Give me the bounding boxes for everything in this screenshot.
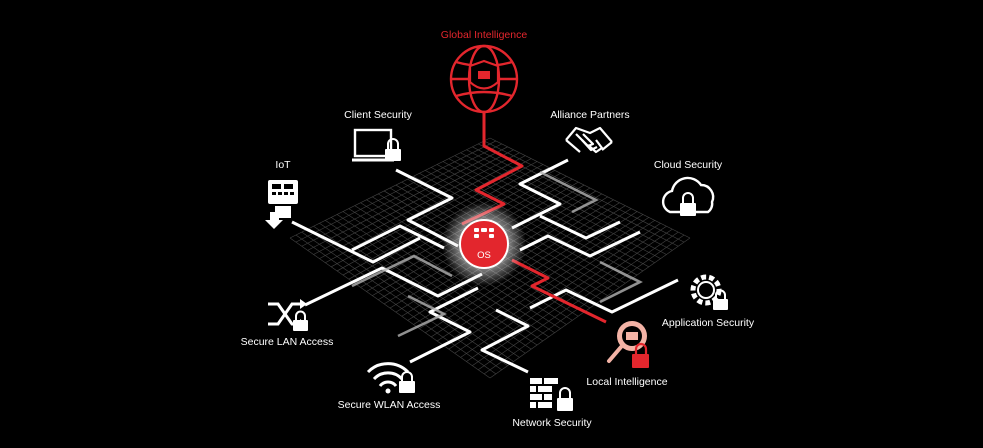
- grid-line: [436, 211, 638, 342]
- os-label: OS: [477, 250, 491, 261]
- application-security-label: Application Security: [661, 317, 755, 329]
- grid-line: [448, 217, 649, 350]
- globe-shield-icon: [449, 44, 519, 114]
- cloud-security-label: Cloud Security: [653, 159, 723, 171]
- circuit-paths: [291, 158, 679, 374]
- grid-line: [472, 228, 673, 366]
- handshake-icon: [565, 126, 613, 154]
- path-network: [480, 308, 530, 374]
- path-cloud: [519, 230, 641, 258]
- switch-arrows-lock-icon: [268, 299, 308, 331]
- secure-wlan-access-label: Secure WLAN Access: [337, 399, 441, 411]
- grid-line: [289, 237, 491, 379]
- magnifier-lock-icon: [607, 321, 649, 368]
- grid-line: [348, 208, 549, 338]
- os-logo-icon: [474, 228, 494, 238]
- grid-line: [295, 234, 497, 375]
- gray-path-4: [539, 170, 599, 214]
- grid-line: [478, 231, 679, 371]
- laptop-lock-icon: [352, 128, 401, 162]
- path-app: [529, 278, 679, 314]
- grid-line: [489, 237, 691, 379]
- path-iot: [291, 220, 421, 264]
- grid-line: [483, 234, 685, 375]
- global-intelligence-label: Global Intelligence: [440, 29, 528, 41]
- client-security-label: Client Security: [344, 109, 412, 121]
- cloud-lock-icon: [661, 176, 715, 216]
- grid-line: [425, 205, 626, 333]
- grid-line: [331, 217, 532, 350]
- secure-lan-access-label: Secure LAN Access: [240, 336, 334, 348]
- gray-path-3: [599, 260, 643, 304]
- grid-line: [319, 223, 520, 358]
- iot-label: IoT: [275, 159, 291, 171]
- grid-line: [466, 225, 667, 362]
- local-intelligence-label: Local Intelligence: [586, 376, 668, 388]
- firewall-lock-icon: [530, 378, 573, 411]
- gray-circuit-paths: [351, 170, 643, 338]
- atm-kiosk-icon: [265, 180, 298, 229]
- grid-line: [307, 228, 508, 366]
- gray-path-2: [397, 294, 447, 338]
- wifi-lock-icon: [366, 362, 415, 394]
- gear-lock-icon: [690, 274, 728, 310]
- network-security-label: Network Security: [512, 417, 592, 429]
- path-lan: [304, 266, 483, 307]
- os-hub-ring: [459, 219, 509, 269]
- os-hub: OS: [442, 202, 526, 286]
- path-client: [395, 168, 459, 248]
- red-link-local: [511, 258, 607, 324]
- grid-line: [460, 223, 661, 358]
- grid-line: [342, 211, 544, 342]
- path-alliance: [511, 158, 569, 230]
- grid-line: [301, 231, 502, 371]
- alliance-partners-label: Alliance Partners: [550, 109, 630, 121]
- gray-path-1: [351, 254, 453, 288]
- grid-line: [431, 208, 632, 338]
- grid-line: [325, 220, 526, 354]
- grid-line: [336, 214, 538, 346]
- path-inner-a: [351, 224, 445, 252]
- path-wlan: [409, 286, 479, 364]
- path-inner-b: [539, 214, 621, 240]
